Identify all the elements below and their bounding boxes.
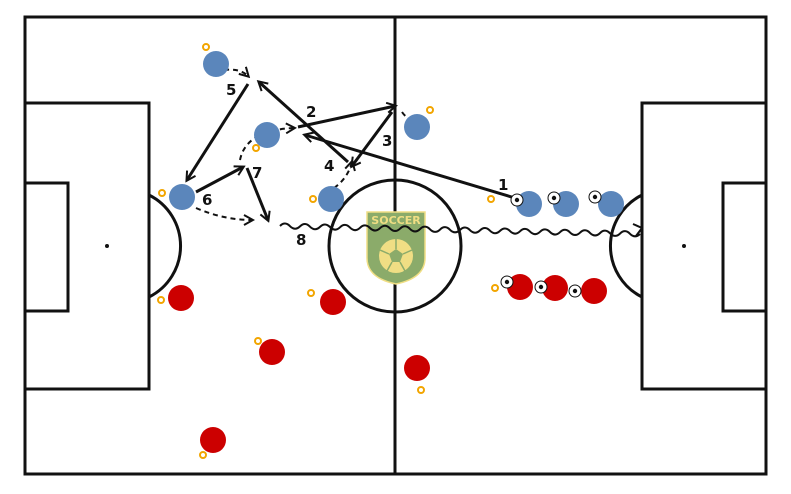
red-player-icon[interactable] bbox=[320, 289, 346, 315]
cone-icon bbox=[157, 296, 165, 304]
cone-icon bbox=[309, 195, 317, 203]
cone-icon bbox=[252, 144, 260, 152]
pass-arrow-2 bbox=[297, 106, 395, 129]
dribble-arrow-head bbox=[632, 223, 644, 237]
red-player-icon[interactable] bbox=[404, 355, 430, 381]
ball-icon[interactable] bbox=[510, 193, 524, 207]
blue-player-icon[interactable] bbox=[169, 184, 195, 210]
red-player-icon[interactable] bbox=[200, 427, 226, 453]
right-penalty-spot bbox=[682, 244, 686, 248]
center-circle bbox=[327, 178, 463, 314]
movement-arrows bbox=[187, 70, 644, 238]
cone-icon bbox=[491, 284, 499, 292]
cones bbox=[157, 43, 499, 459]
left-penalty-box bbox=[23, 101, 151, 391]
pass-arrow-6 bbox=[195, 167, 243, 194]
red-player-icon[interactable] bbox=[507, 274, 533, 300]
pass-arrow-3 bbox=[352, 111, 394, 166]
cone-icon bbox=[307, 289, 315, 297]
balls bbox=[500, 190, 602, 298]
run-arrow-top bbox=[223, 70, 248, 76]
run-arrow-center bbox=[333, 162, 352, 189]
ball-icon[interactable] bbox=[500, 275, 514, 289]
blue-team bbox=[169, 51, 624, 217]
run-arrow-low bbox=[195, 207, 252, 220]
step-label-1: 1 bbox=[498, 176, 508, 194]
blue-player-icon[interactable] bbox=[598, 191, 624, 217]
pass-arrow-5 bbox=[187, 83, 250, 180]
cone-icon bbox=[199, 451, 207, 459]
blue-player-icon[interactable] bbox=[318, 186, 344, 212]
step-labels: 1 2 3 4 5 6 7 8 bbox=[202, 81, 508, 249]
cone-icon bbox=[426, 106, 434, 114]
cone-icon bbox=[487, 195, 495, 203]
logo-text: SOCCER bbox=[371, 214, 421, 227]
step-label-3: 3 bbox=[382, 132, 392, 150]
step-label-7: 7 bbox=[252, 164, 262, 182]
right-goal-box bbox=[721, 181, 768, 313]
cone-icon bbox=[417, 386, 425, 394]
step-label-8: 8 bbox=[296, 231, 306, 249]
dribble-arrow-8 bbox=[279, 222, 641, 238]
ball-icon[interactable] bbox=[568, 284, 582, 298]
right-penalty-arc bbox=[609, 193, 643, 299]
cone-icon bbox=[202, 43, 210, 51]
red-player-icon[interactable] bbox=[259, 339, 285, 365]
right-penalty-box bbox=[640, 101, 768, 391]
step-label-6: 6 bbox=[202, 191, 212, 209]
left-penalty-arc bbox=[148, 193, 182, 299]
pitch-markings bbox=[23, 15, 768, 476]
step-label-4: 4 bbox=[324, 157, 334, 175]
soccer-ball-shield-icon: SOCCER bbox=[366, 211, 426, 285]
left-penalty-spot bbox=[105, 244, 109, 248]
red-team bbox=[168, 274, 607, 453]
red-player-icon[interactable] bbox=[581, 278, 607, 304]
ball-icon[interactable] bbox=[547, 191, 561, 205]
pass-arrow-1 bbox=[305, 135, 516, 200]
red-player-icon[interactable] bbox=[168, 285, 194, 311]
ball-icon[interactable] bbox=[588, 190, 602, 204]
pass-arrow-7 bbox=[245, 167, 268, 220]
blue-player-icon[interactable] bbox=[203, 51, 229, 77]
left-goal-box bbox=[23, 181, 70, 313]
blue-player-icon[interactable] bbox=[254, 122, 280, 148]
cone-icon bbox=[158, 189, 166, 197]
ball-icon[interactable] bbox=[534, 280, 548, 294]
step-label-5: 5 bbox=[226, 81, 236, 99]
pass-arrow-4 bbox=[259, 82, 350, 164]
cone-icon bbox=[254, 337, 262, 345]
blue-player-icon[interactable] bbox=[404, 114, 430, 140]
step-label-2: 2 bbox=[306, 103, 316, 121]
red-player-icon[interactable] bbox=[542, 275, 568, 301]
